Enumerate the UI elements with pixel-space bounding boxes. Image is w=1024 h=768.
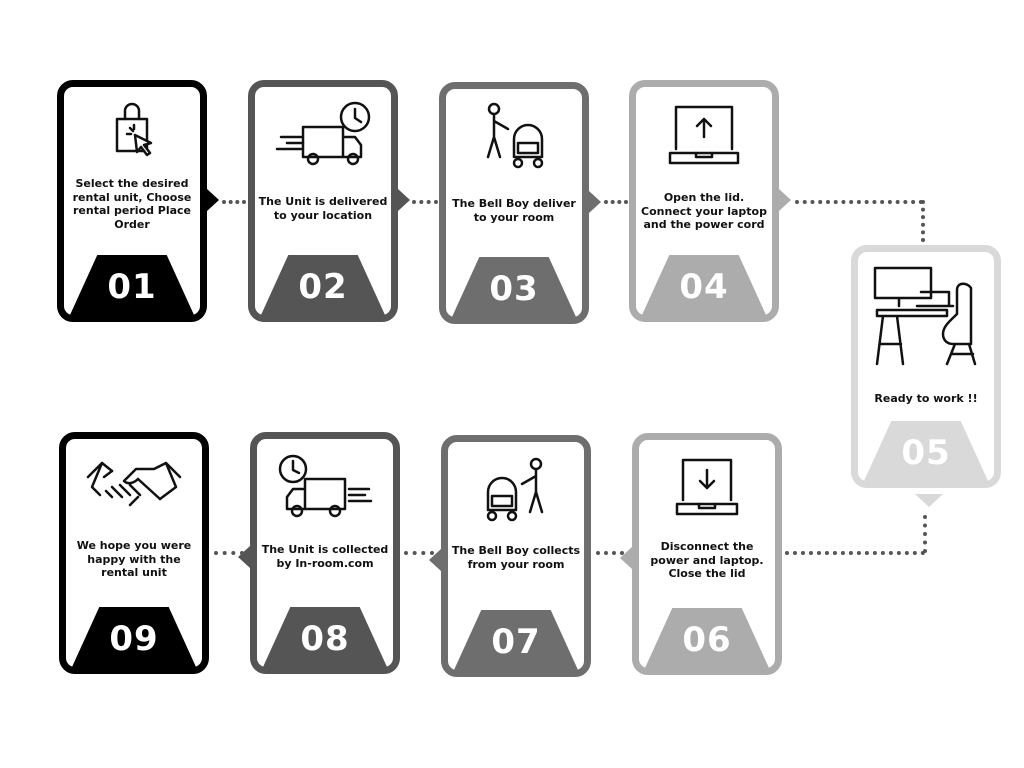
bellboy-luggage-cart-icon [446, 99, 582, 169]
handshake-icon [66, 449, 202, 519]
laptop-download-icon [639, 450, 775, 520]
step-card-03: The Bell Boy deliver to your room 03 [439, 82, 601, 324]
step-card-09: We hope you were happy with the rental u… [59, 432, 209, 674]
pickup-truck-clock-icon [257, 449, 393, 519]
step-description: Select the desired rental unit, Choose r… [72, 177, 192, 231]
step-card-07: The Bell Boy collects from your room 07 [429, 435, 591, 677]
connector-05-06 [785, 551, 925, 555]
arrow-down [915, 494, 943, 507]
step-number: 02 [298, 267, 348, 307]
step-description: The Unit is collected by In-room.com [261, 543, 389, 570]
step-description: We hope you were happy with the rental u… [76, 539, 192, 579]
step-description: The Unit is delivered to your location [258, 195, 388, 222]
step-number: 01 [107, 267, 157, 307]
desk-workstation-icon [858, 264, 994, 374]
step-card-02: The Unit is delivered to your location 0… [248, 80, 410, 322]
connector-04-05-down [921, 200, 925, 242]
connector-04-05 [795, 200, 923, 204]
connector-01-02 [222, 200, 246, 204]
bellboy-luggage-cart-icon [448, 452, 584, 522]
step-number: 04 [679, 267, 729, 307]
connector-02-03 [412, 200, 438, 204]
step-number: 09 [109, 619, 159, 659]
step-card-06: Disconnect the power and laptop. Close t… [620, 433, 782, 675]
connector-05-06-down [923, 515, 927, 553]
step-number: 03 [489, 269, 539, 309]
connector-06-07 [596, 551, 624, 555]
step-description: The Bell Boy collects from your room [451, 544, 581, 571]
delivery-truck-clock-icon [255, 97, 391, 167]
step-number: 07 [491, 622, 541, 662]
step-description: Disconnect the power and laptop. Close t… [650, 540, 764, 580]
arrow-right [779, 189, 791, 211]
shopping-bag-click-icon [64, 97, 200, 167]
step-card-01: Select the desired rental unit, Choose r… [57, 80, 219, 322]
connector-03-04 [604, 200, 628, 204]
arrow-left [620, 547, 632, 569]
step-description: Ready to work !! [874, 392, 978, 405]
step-card-04: Open the lid. Connect your laptop and th… [629, 80, 791, 322]
step-description: Open the lid. Connect your laptop and th… [641, 191, 767, 231]
step-number: 06 [682, 620, 732, 660]
step-number: 05 [901, 433, 951, 473]
arrow-left [238, 546, 250, 568]
connector-07-08 [404, 551, 434, 555]
step-card-08: The Unit is collected by In-room.com 08 [238, 432, 400, 674]
connector-08-09 [214, 551, 244, 555]
laptop-upload-icon [636, 97, 772, 167]
arrow-right [589, 191, 601, 213]
step-card-05: Ready to work !! 05 [851, 245, 1001, 507]
arrow-right [398, 189, 410, 211]
arrow-right [207, 189, 219, 211]
step-description: The Bell Boy deliver to your room [452, 197, 576, 224]
step-number: 08 [300, 619, 350, 659]
arrow-left [429, 549, 441, 571]
